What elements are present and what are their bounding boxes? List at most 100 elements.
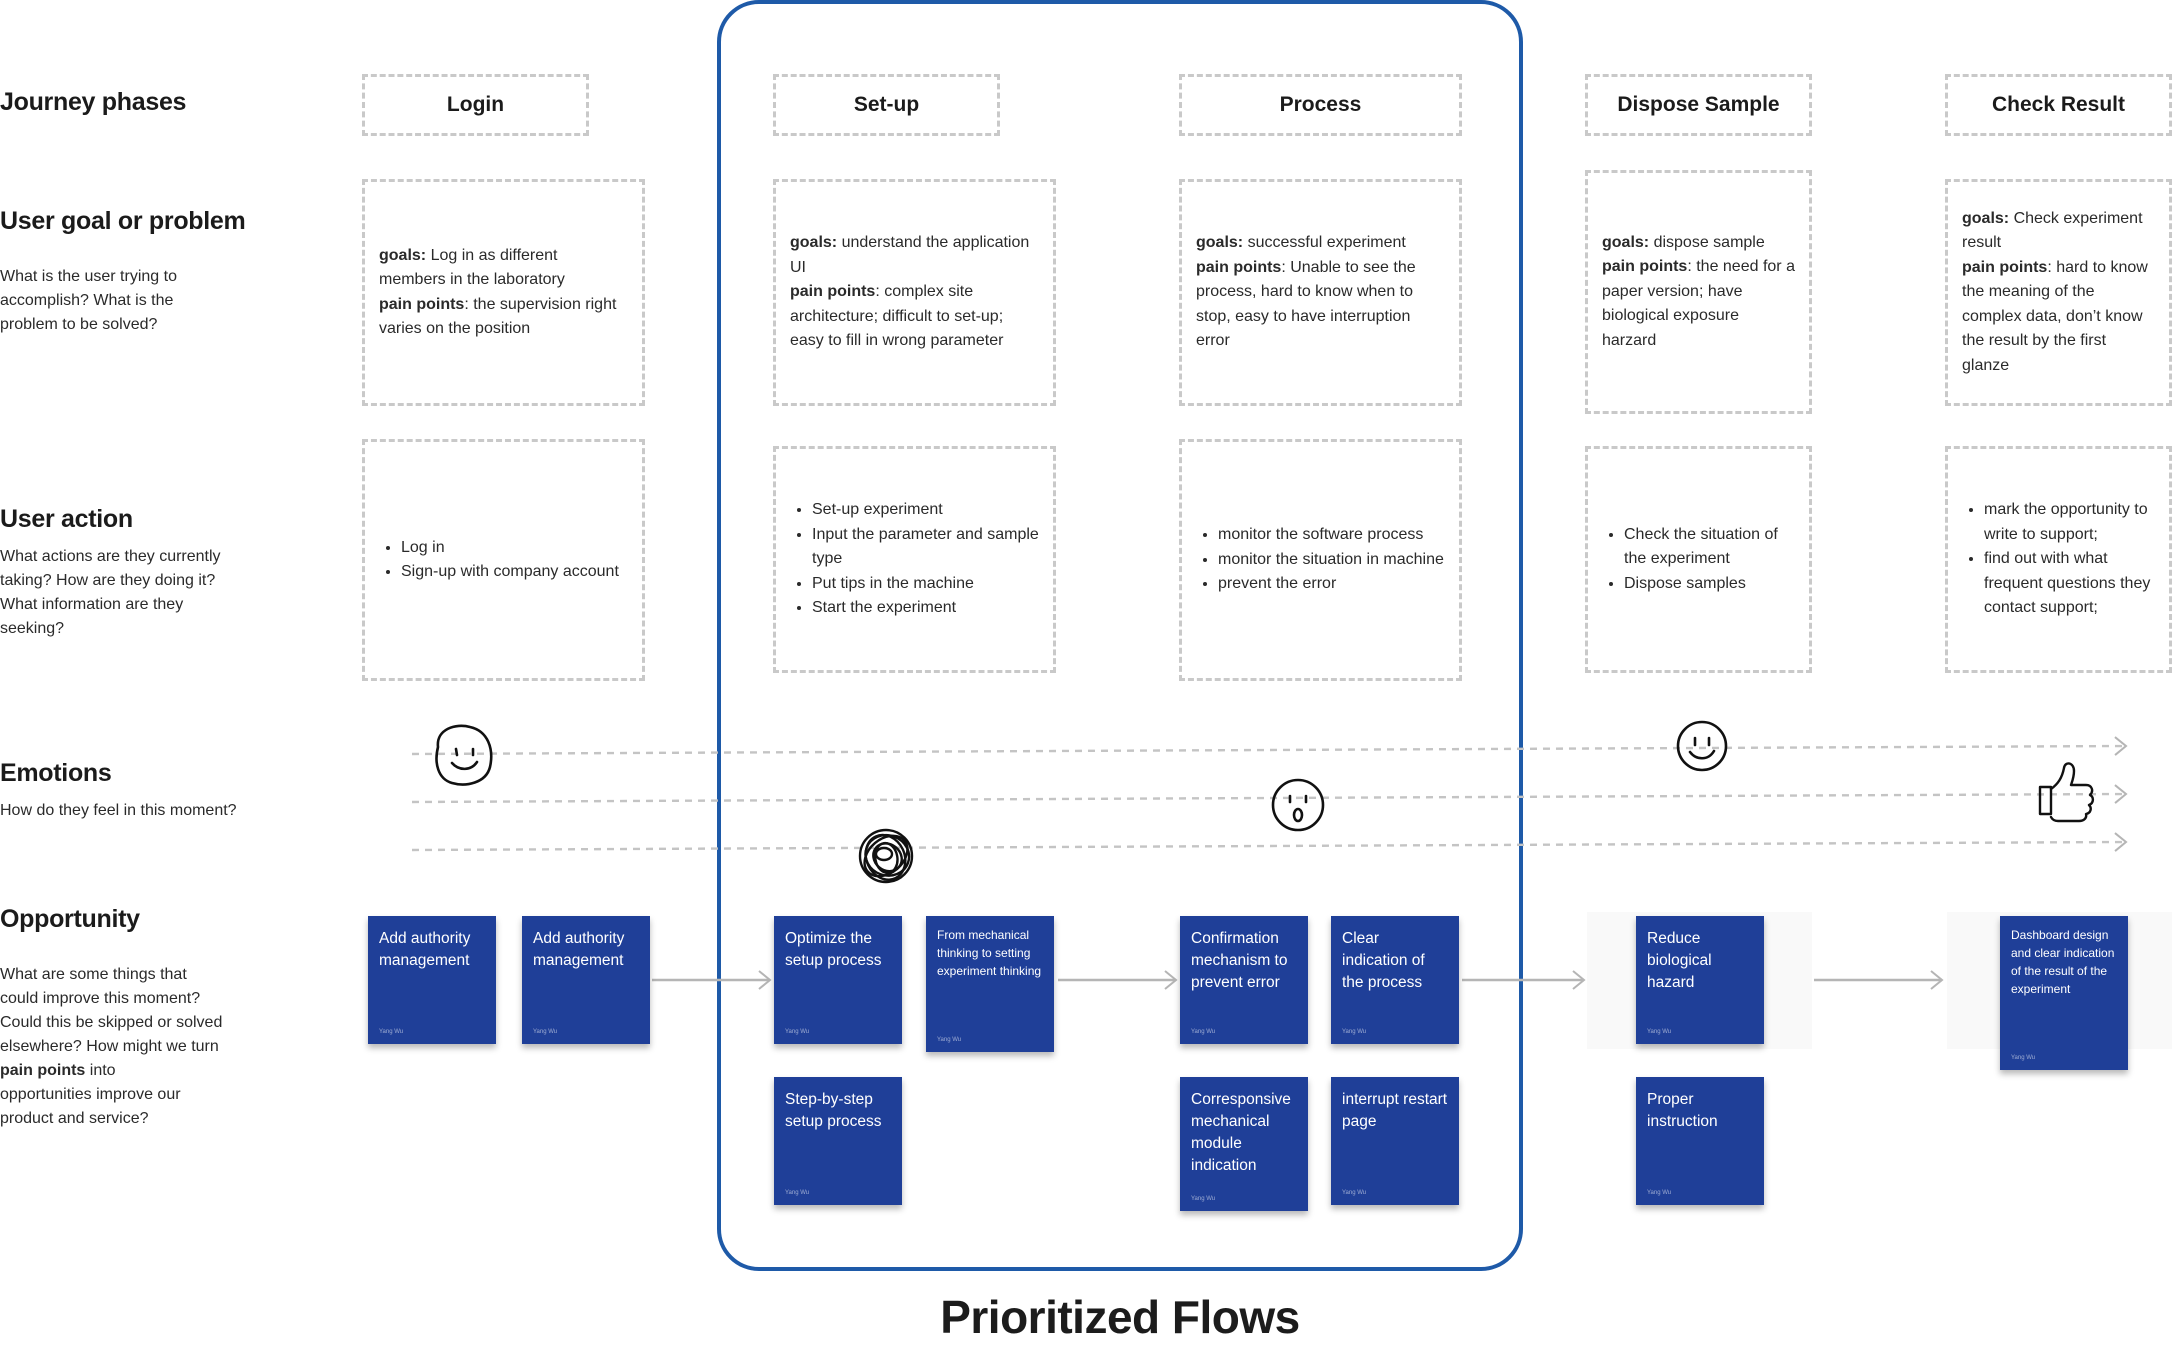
phase-header-setup: Set-up bbox=[773, 74, 1000, 136]
pain-points-label: pain points bbox=[379, 295, 465, 313]
sticky-text: From mechanical thinking to setting expe… bbox=[937, 928, 1042, 978]
pain-points-label: pain points bbox=[1962, 258, 2048, 276]
sticky-text: Proper instruction bbox=[1647, 1091, 1718, 1130]
emotion-line-middle bbox=[411, 784, 2128, 804]
goals-label: goals: bbox=[790, 234, 838, 252]
action-box-dispose-sample: Check the situation of the experiment Di… bbox=[1585, 446, 1812, 673]
sticky-text: Corresponsive mechanical module indicati… bbox=[1191, 1091, 1291, 1174]
desc-text: into bbox=[85, 1062, 116, 1079]
sticky-note[interactable]: Optimize the setup process Yang Wu bbox=[774, 916, 902, 1044]
sticky-note[interactable]: From mechanical thinking to setting expe… bbox=[926, 916, 1054, 1052]
prioritized-flows-frame bbox=[717, 0, 1523, 1271]
sticky-text: Add authority management bbox=[379, 930, 471, 969]
goals-text: understand the application UI bbox=[790, 234, 1030, 276]
action-item: Sign-up with company account bbox=[401, 560, 619, 585]
surprised-face-icon bbox=[1271, 778, 1325, 832]
desc-line: What information are they bbox=[0, 596, 184, 613]
desc-line: product and service? bbox=[0, 1110, 149, 1127]
pain-points-text: complex site architecture; difficult to … bbox=[790, 283, 1004, 350]
sticky-note[interactable]: Dashboard design and clear indication of… bbox=[2000, 916, 2128, 1070]
sticky-text: Add authority management bbox=[533, 930, 625, 969]
goal-box-check-result: goals: Check experiment result pain point… bbox=[1945, 179, 2172, 406]
desc-line: taking? How are they doing it? bbox=[0, 572, 216, 589]
desc-line: What actions are they currently bbox=[0, 548, 221, 565]
row-title-user-action: User action bbox=[0, 505, 133, 533]
sticky-text: Dashboard design and clear indication of… bbox=[2011, 928, 2115, 996]
action-item: Set-up experiment bbox=[812, 498, 1043, 523]
sticky-note[interactable]: Add authority management Yang Wu bbox=[522, 916, 650, 1044]
smiling-face-icon bbox=[1676, 720, 1728, 772]
prioritized-flows-label: Prioritized Flows bbox=[940, 1291, 1300, 1343]
pain-points-text: Unable to see the process, hard to know … bbox=[1196, 258, 1416, 350]
sticky-note[interactable]: Step-by-step setup process Yang Wu bbox=[774, 1077, 902, 1205]
desc-line: could improve this moment? bbox=[0, 990, 201, 1007]
sticky-author: Yang Wu bbox=[1647, 1190, 1672, 1196]
desc-bold: pain points bbox=[0, 1062, 86, 1079]
action-item: Dispose samples bbox=[1624, 572, 1799, 597]
action-item: Put tips in the machine bbox=[812, 572, 1043, 597]
row-desc-opportunity: What are some things that could improve … bbox=[0, 963, 330, 1131]
action-box-check-result: mark the opportunity to write to support… bbox=[1945, 446, 2172, 673]
sticky-author: Yang Wu bbox=[785, 1190, 810, 1196]
desc-line: pain points into bbox=[0, 1059, 330, 1083]
emotion-line-top bbox=[411, 736, 2128, 756]
sticky-note[interactable]: Corresponsive mechanical module indicati… bbox=[1180, 1077, 1308, 1211]
sticky-author: Yang Wu bbox=[1342, 1029, 1367, 1035]
goal-text: goals: Log in as different members in th… bbox=[379, 246, 617, 338]
pain-points-label: pain points bbox=[1602, 258, 1688, 276]
action-item: mark the opportunity to write to support… bbox=[1984, 498, 2159, 547]
action-item: Start the experiment bbox=[812, 596, 1043, 621]
sticky-author: Yang Wu bbox=[937, 1037, 962, 1043]
desc-line: accomplish? What is the bbox=[0, 292, 174, 309]
scribble-frustrated-icon bbox=[858, 828, 914, 884]
sticky-text: Reduce biological hazard bbox=[1647, 930, 1712, 991]
row-desc-emotions: How do they feel in this moment? bbox=[0, 799, 330, 823]
action-list: mark the opportunity to write to support… bbox=[1962, 498, 2159, 621]
sticky-text: Step-by-step setup process bbox=[785, 1091, 882, 1130]
goals-label: goals: bbox=[1962, 209, 2010, 227]
goal-text: goals: Check experiment result pain point… bbox=[1962, 209, 2148, 374]
action-list: monitor the software process monitor the… bbox=[1196, 523, 1444, 597]
desc-line: What is the user trying to bbox=[0, 268, 177, 285]
sticky-author: Yang Wu bbox=[1191, 1029, 1216, 1035]
action-item: Check the situation of the experiment bbox=[1624, 523, 1799, 572]
thumbs-up-icon bbox=[2038, 762, 2095, 823]
desc-line: How do they feel in this moment? bbox=[0, 802, 237, 819]
goals-text: Check experiment result bbox=[1962, 209, 2143, 252]
sticky-note[interactable]: Proper instruction Yang Wu bbox=[1636, 1077, 1764, 1205]
phase-header-process: Process bbox=[1179, 74, 1462, 136]
sticky-author: Yang Wu bbox=[2011, 1055, 2036, 1061]
sticky-note[interactable]: Reduce biological hazard Yang Wu bbox=[1636, 916, 1764, 1044]
desc-line: seeking? bbox=[0, 620, 65, 637]
action-item: prevent the error bbox=[1218, 572, 1444, 597]
pain-points-label: pain points bbox=[790, 283, 876, 301]
goals-label: goals: bbox=[1196, 234, 1244, 252]
smiling-face-icon bbox=[435, 724, 493, 786]
action-item: monitor the situation in machine bbox=[1218, 548, 1444, 573]
sticky-author: Yang Wu bbox=[785, 1029, 810, 1035]
sticky-note[interactable]: Confirmation mechanism to prevent error … bbox=[1180, 916, 1308, 1044]
pain-points-label: pain points bbox=[1196, 258, 1282, 276]
sticky-note[interactable]: Clear indication of the process Yang Wu bbox=[1331, 916, 1459, 1044]
goals-text: Log in as different members in the labor… bbox=[379, 246, 565, 289]
sticky-text: Clear indication of the process bbox=[1342, 930, 1425, 991]
goals-text: dispose sample bbox=[1653, 233, 1765, 251]
desc-line: problem to be solved? bbox=[0, 316, 158, 333]
sticky-author: Yang Wu bbox=[533, 1029, 558, 1035]
action-item: Log in bbox=[401, 536, 619, 561]
row-desc-user-goal: What is the user trying to accomplish? W… bbox=[0, 265, 330, 337]
sticky-author: Yang Wu bbox=[1191, 1196, 1216, 1202]
sticky-note[interactable]: Add authority management Yang Wu bbox=[368, 916, 496, 1044]
action-box-process: monitor the software process monitor the… bbox=[1179, 439, 1462, 681]
sticky-note[interactable]: interrupt restart page Yang Wu bbox=[1331, 1077, 1459, 1205]
goal-text: goals: understand the application UI pain… bbox=[790, 234, 1030, 350]
phase-header-login: Login bbox=[362, 74, 589, 136]
row-title-journey-phases: Journey phases bbox=[0, 88, 187, 116]
sticky-author: Yang Wu bbox=[379, 1029, 404, 1035]
desc-line: elsewhere? How might we turn bbox=[0, 1038, 219, 1055]
row-title-emotions: Emotions bbox=[0, 759, 112, 787]
emotion-line-bottom bbox=[411, 832, 2128, 852]
